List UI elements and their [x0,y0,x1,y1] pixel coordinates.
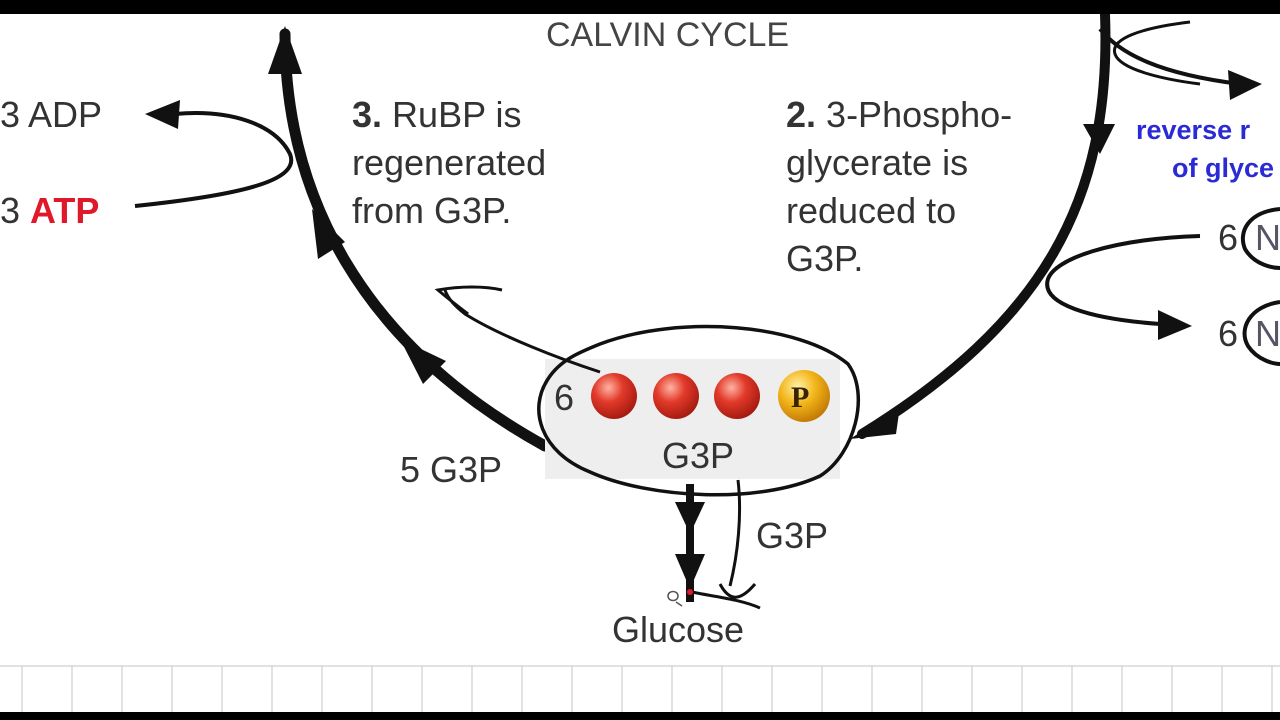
phosphate-letter: P [791,381,810,414]
down-arrowhead-1 [675,502,705,534]
step3-line3: from G3P. [352,190,512,231]
atp-word: ATP [30,190,100,231]
cycle-arc-right [857,14,1111,439]
adp-label: 3 ADP [0,94,103,135]
reverse-label-line2: of glyce [1172,153,1275,183]
phosphate-sphere [778,370,830,422]
step2-line4: G3P. [786,238,864,279]
atp-count: 3 [0,190,21,231]
atp-adp-loop [134,111,294,208]
arrowhead-right-top [1083,124,1115,154]
six-bottom: 6 [1218,313,1239,354]
cycle-arc-left [279,28,551,452]
down-arrowhead-2 [675,554,705,589]
n-oval-top [1240,207,1280,270]
hand-drawn-oval [537,324,861,497]
arrowhead-up-top [268,26,302,74]
step2-text: 2. 3-Phospho- glycerate is reduced to G3… [786,91,1012,283]
n-oval-bottom [1242,300,1280,366]
step3-line1: RuBP is [392,94,522,135]
step2-line2: glycerate is [786,142,969,183]
diagram-title: CALVIN CYCLE [546,16,790,54]
arrowhead-left-mid [312,209,345,259]
carbon-sphere-2 [653,373,699,419]
hand-drawn-cross [691,583,761,610]
top-right-loop [1098,27,1241,86]
arrowhead-left-low [400,339,446,384]
arrowhead-right-bottom [850,406,900,439]
six-top: 6 [1218,217,1239,258]
reverse-label-line1: reverse r [1136,115,1251,145]
calvin-cycle-diagram [0,14,1280,712]
carbon-sphere-1 [591,373,637,419]
top-right-scribble [1113,20,1201,86]
step3-number: 3. [352,94,383,135]
atp-label: 3 ATP [0,187,99,235]
cursor-dot [687,589,693,595]
step2-line1: 3-Phospho- [826,94,1013,135]
g3p-label: G3P [662,435,735,476]
nadp-arrowhead [1158,310,1192,340]
n-top: N [1255,217,1280,258]
bottom-grid [0,665,1280,712]
step3-line2: regenerated [352,142,547,183]
hand-drawn-arrow-head [434,285,503,316]
nadph-loop [1045,234,1201,326]
hand-drawn-line [728,479,742,587]
whiteboard-canvas: CALVIN CYCLE 3 ADP 3 ATP 3. RuBP is rege… [0,14,1280,712]
cursor-icon [667,590,683,607]
carbon-sphere-3 [714,373,760,419]
top-right-arrowhead [1228,70,1262,100]
five-g3p-label: 5 G3P [400,449,503,490]
g3p-count: 6 [554,377,575,418]
n-bottom: N [1255,313,1280,354]
step2-line3: reduced to [786,190,957,231]
step2-number: 2. [786,94,817,135]
step3-text: 3. RuBP is regenerated from G3P. [352,91,546,235]
glucose-label: Glucose [612,609,745,650]
adp-arrowhead [145,100,180,129]
one-g3p-label: G3P [756,515,829,556]
